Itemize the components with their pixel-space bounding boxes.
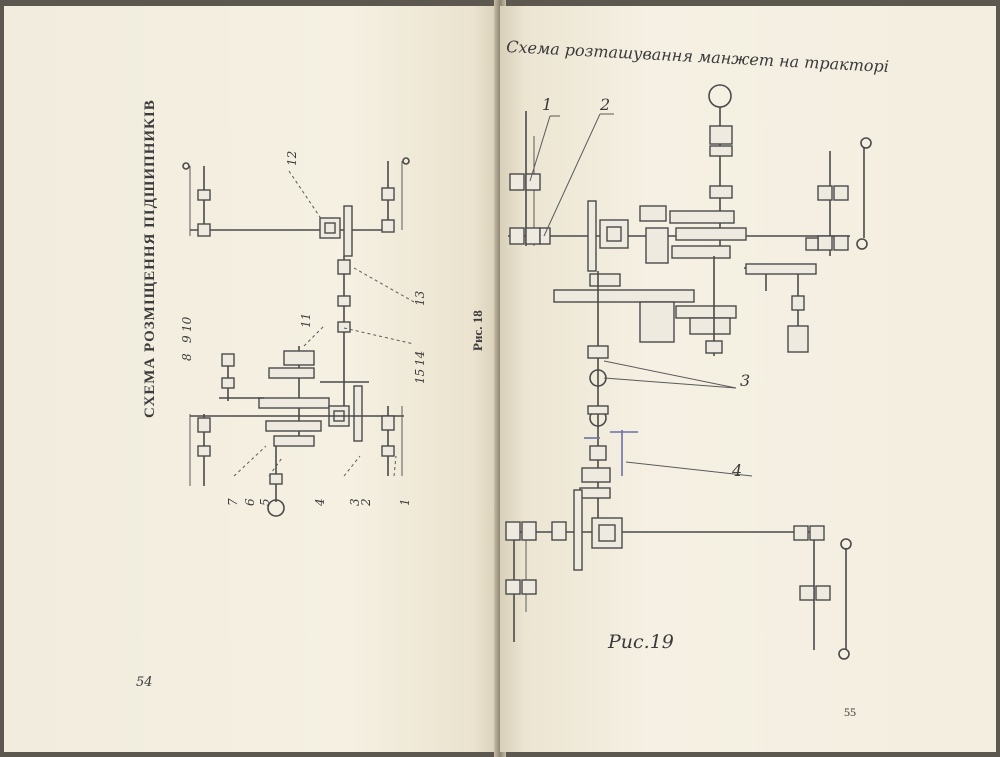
callout-3: 3 [348,498,362,506]
callout-4: 4 [313,498,327,507]
callout-7: 7 [226,498,240,506]
callout-11: 11 [299,313,313,328]
right-page-number: 55 [844,705,856,719]
bearing-diagram: СХЕМА РОЗМІЩЕННЯ ПІДШИПНИКІВ Рис. 18 [136,99,485,690]
left-leaders [233,170,415,477]
right-callouts: 1 2 3 4 [542,95,750,480]
callout-14: 14 [413,351,427,366]
left-page-title: СХЕМА РОЗМІЩЕННЯ ПІДШИПНИКІВ [142,99,158,418]
right-leaders [529,113,753,477]
seal-callout-3: 3 [740,371,750,390]
callout-8: 8 [180,353,194,361]
drive-shaft [579,271,638,526]
callout-13: 13 [413,290,427,306]
left-callouts: 1 2 3 4 5 6 7 8 9 10 11 12 13 14 15 [180,151,427,507]
shaft-center [258,256,369,447]
right-figure-label: Рис.19 [607,631,674,653]
shaft-side [219,353,264,401]
left-page: СХЕМА РОЗМІЩЕННЯ ПІДШИПНИКІВ Рис. 18 [4,6,498,752]
seal-diagram: Схема розташування манжет на тракторі [505,37,890,719]
right-page-title: Схема розташування манжет на тракторі [506,37,890,76]
seal-callout-1: 1 [542,95,552,114]
seal-callout-4: 4 [731,461,742,480]
left-figure-label: Рис. 18 [470,310,485,351]
callout-1: 1 [398,498,412,506]
callout-15: 15 [413,369,427,384]
axle-bottom [505,489,852,660]
callout-12: 12 [285,151,299,166]
callout-2: 2 [359,498,373,507]
callout-5: 5 [258,498,272,506]
gearbox [553,200,817,356]
callout-10: 10 [180,316,194,332]
shaft-top [182,157,410,257]
shaft-bottom [189,406,404,517]
left-page-number: 54 [136,675,153,690]
callout-6: 6 [243,498,257,506]
seal-callout-2: 2 [599,95,610,114]
right-page: Схема розташування манжет на тракторі [500,6,996,752]
callout-9: 9 [180,335,194,343]
